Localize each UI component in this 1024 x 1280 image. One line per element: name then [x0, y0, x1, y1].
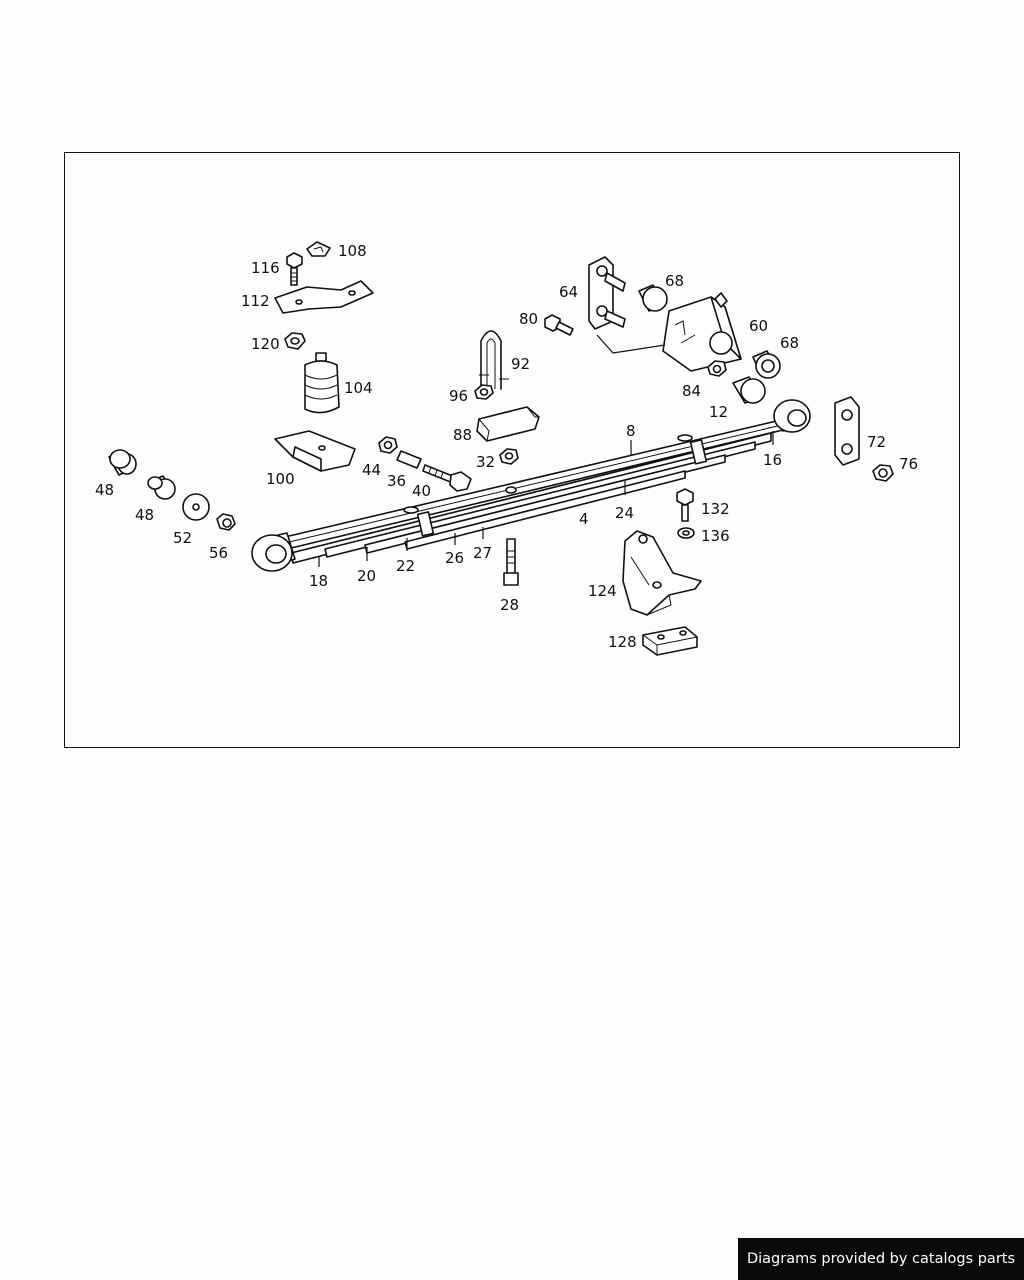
bushing-48-a — [108, 449, 137, 476]
bushing-68-a — [638, 284, 668, 312]
credit-banner: Diagrams provided by catalogs parts — [738, 1238, 1024, 1280]
callout-44: 44 — [362, 461, 381, 479]
callout-18: 18 — [309, 572, 328, 590]
nut-76 — [872, 464, 894, 482]
callout-48-b: 48 — [135, 506, 154, 524]
callout-27: 27 — [473, 544, 492, 562]
shackle-plate-72 — [834, 396, 860, 466]
callout-92: 92 — [511, 355, 530, 373]
callout-84: 84 — [682, 382, 701, 400]
exploded-parts-diagram: 108 116 112 120 104 100 44 36 40 48 48 5… — [64, 152, 960, 748]
bump-stop-104 — [304, 352, 340, 414]
callout-20: 20 — [357, 567, 376, 585]
callout-56: 56 — [209, 544, 228, 562]
bracket-124 — [622, 530, 702, 616]
callout-16: 16 — [763, 451, 782, 469]
callout-22: 22 — [396, 557, 415, 575]
callout-52: 52 — [173, 529, 192, 547]
callout-26: 26 — [445, 549, 464, 567]
callout-32: 32 — [476, 453, 495, 471]
nut-120 — [284, 332, 306, 350]
bolt-132 — [676, 488, 694, 522]
nut-96 — [474, 384, 494, 400]
bracket-plate-64 — [588, 256, 626, 330]
callout-64: 64 — [559, 283, 578, 301]
nut-56 — [216, 513, 236, 531]
nut-32 — [499, 448, 519, 465]
bracket-112 — [274, 280, 374, 314]
callout-68-a: 68 — [665, 272, 684, 290]
callout-labels: 108 116 112 120 104 100 44 36 40 48 48 5… — [95, 242, 918, 651]
mount-plate-100 — [274, 430, 356, 472]
callout-112: 112 — [241, 292, 270, 310]
callout-8: 8 — [626, 422, 636, 440]
callout-104: 104 — [344, 379, 373, 397]
bushing-68-b — [752, 350, 781, 379]
callout-132: 132 — [701, 500, 730, 518]
callout-136: 136 — [701, 527, 730, 545]
callout-128: 128 — [608, 633, 637, 651]
callout-36: 36 — [387, 472, 406, 490]
spring-eye-front — [773, 399, 811, 433]
shackle-hanger-60 — [662, 292, 742, 372]
bolt-28 — [503, 538, 519, 586]
leader-lines — [318, 431, 774, 567]
leaf-spring-assembly — [251, 399, 811, 572]
clip-108 — [306, 241, 331, 257]
callout-40: 40 — [412, 482, 431, 500]
bolt-80 — [544, 314, 574, 336]
callout-68-b: 68 — [780, 334, 799, 352]
callout-48-a: 48 — [95, 481, 114, 499]
callout-96: 96 — [449, 387, 468, 405]
callout-116: 116 — [251, 259, 280, 277]
callout-120: 120 — [251, 335, 280, 353]
callout-24: 24 — [615, 504, 634, 522]
pin-36 — [396, 450, 422, 469]
callout-60: 60 — [749, 317, 768, 335]
bolt-116 — [286, 252, 303, 286]
callout-80: 80 — [519, 310, 538, 328]
bushing-48-b — [147, 475, 176, 500]
callout-124: 124 — [588, 582, 617, 600]
washer-52 — [182, 493, 210, 521]
callout-12: 12 — [709, 403, 728, 421]
pad-128 — [642, 626, 698, 656]
callout-28: 28 — [500, 596, 519, 614]
nut-84 — [707, 360, 727, 377]
callout-88: 88 — [453, 426, 472, 444]
callout-72: 72 — [867, 433, 886, 451]
lock-washer-136 — [677, 527, 695, 539]
callout-108: 108 — [338, 242, 367, 260]
callout-76: 76 — [899, 455, 918, 473]
spring-eye-rear — [251, 532, 296, 572]
nut-44 — [378, 436, 398, 454]
bolt-40 — [422, 464, 472, 492]
callout-100: 100 — [266, 470, 295, 488]
u-bolt-92 — [479, 330, 509, 390]
callout-4: 4 — [579, 510, 589, 528]
bushing-12 — [732, 376, 766, 404]
wedge-88 — [476, 406, 540, 442]
